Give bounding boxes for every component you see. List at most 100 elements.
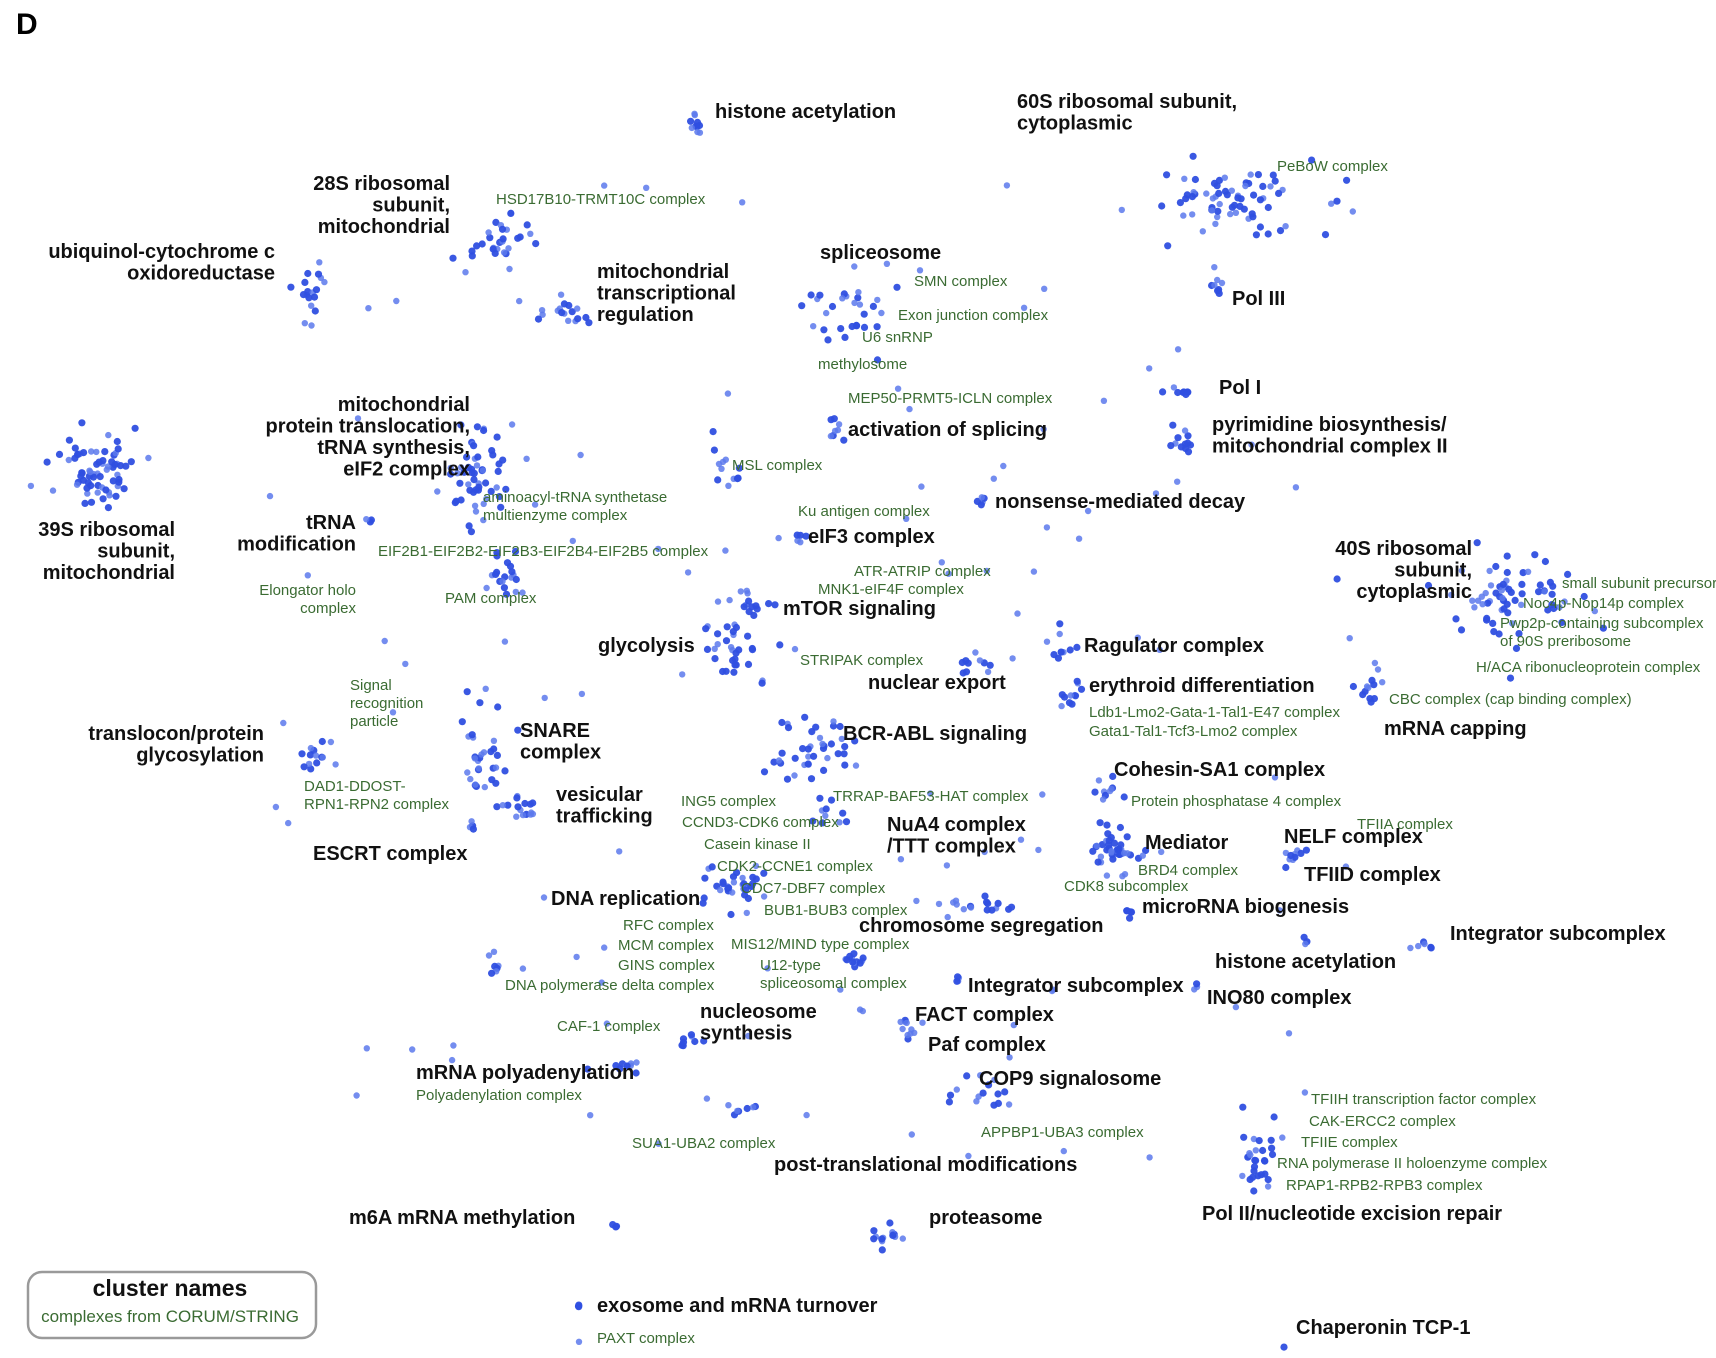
cluster-point: [1209, 195, 1217, 202]
cluster-point: [860, 323, 869, 331]
label-line: DNA replication: [551, 888, 700, 910]
scatter-point: [365, 305, 372, 312]
scatter-point: [501, 638, 509, 645]
cluster-point: [822, 805, 830, 813]
cluster-point: [1536, 581, 1544, 589]
cluster-point: [298, 750, 306, 758]
cluster-point: [870, 1235, 878, 1243]
label-line: DAD1-DDOST-: [304, 778, 406, 795]
cluster-point: [1169, 421, 1177, 429]
cluster-point: [744, 632, 752, 640]
cluster-point: [1007, 903, 1016, 911]
cluster-point: [1271, 177, 1279, 185]
cluster-point: [1448, 591, 1455, 599]
cluster-point: [1264, 203, 1272, 212]
scatter-point: [991, 1076, 998, 1084]
cluster-point: [305, 760, 313, 768]
complex-label: MEP50-PRMT5-ICLN complex: [848, 390, 1053, 407]
scatter-point: [1030, 568, 1038, 575]
scatter-point: [990, 475, 997, 482]
cluster-point: [735, 646, 743, 654]
cluster-label: glycolysis: [598, 635, 695, 657]
cluster-point: [458, 718, 466, 726]
label-line: SMN complex: [914, 273, 1008, 290]
label-line: CAK-ERCC2 complex: [1309, 1113, 1456, 1130]
cluster-point: [770, 758, 778, 766]
cluster-point: [791, 772, 798, 779]
complex-label: RNA polymerase II holoenzyme complex: [1277, 1155, 1548, 1172]
complex-label: CDK8 subcomplex: [1064, 878, 1189, 895]
cluster-point: [490, 737, 498, 744]
label-line: cytoplasmic: [1356, 581, 1472, 603]
cluster-point: [842, 818, 851, 826]
cluster-point: [723, 623, 731, 631]
cluster-point: [830, 415, 838, 423]
cluster-point: [1223, 191, 1231, 199]
cluster-point: [501, 767, 509, 775]
scatter-point: [837, 986, 844, 993]
label-line: vesicular: [556, 784, 643, 806]
cluster-point: [748, 603, 756, 611]
cluster-point: [519, 589, 526, 596]
cluster-point: [474, 453, 482, 461]
cluster-point: [1541, 588, 1548, 595]
cluster-point: [1054, 654, 1062, 662]
cluster-label: Integrator subcomplex: [968, 975, 1184, 997]
scatter-point: [714, 598, 722, 605]
scatter-point: [745, 1032, 752, 1040]
cluster-point: [521, 799, 529, 808]
label-line: CBC complex (cap binding complex): [1389, 691, 1632, 708]
label-line: MNK1-eIF4F complex: [818, 581, 964, 598]
cluster-point: [748, 646, 757, 654]
cluster-point: [1374, 666, 1382, 673]
cluster-point: [1561, 598, 1568, 605]
scatter-point: [1232, 1003, 1240, 1011]
cluster-point: [711, 655, 719, 663]
cluster-point: [691, 111, 698, 119]
cluster-point: [1208, 207, 1216, 214]
cluster-point: [1248, 210, 1256, 218]
cluster-point: [744, 660, 753, 669]
label-line: RNA polymerase II holoenzyme complex: [1277, 1155, 1548, 1172]
cluster-point: [301, 278, 309, 286]
cluster-point: [967, 904, 975, 911]
cluster-point: [1252, 231, 1260, 239]
complex-label: ING5 complex: [681, 793, 777, 810]
complex-label: STRIPAK complex: [800, 652, 924, 669]
cluster-point: [1215, 176, 1223, 184]
cluster-point: [287, 283, 295, 291]
label-line: MCM complex: [618, 937, 714, 954]
scatter-point: [1010, 1021, 1017, 1029]
scatter-point: [1342, 863, 1350, 870]
cluster-point: [1071, 692, 1080, 700]
scatter-point: [1146, 365, 1153, 372]
cluster-point: [829, 722, 838, 730]
cluster-point: [494, 467, 502, 475]
cluster-point: [1056, 620, 1064, 628]
complex-label: CCND3-CDK6 complex: [682, 814, 839, 831]
complex-label: SMN complex: [914, 273, 1008, 290]
cluster-point: [500, 584, 508, 592]
label-line: mRNA polyadenylation: [416, 1062, 634, 1084]
scatter-point: [272, 803, 280, 811]
label-line: Pwp2p-containing subcomplex: [1500, 615, 1704, 632]
cluster-point: [874, 296, 881, 304]
cluster-point: [308, 302, 315, 309]
cluster-point: [504, 801, 512, 809]
cluster-point: [972, 649, 979, 656]
cluster-point: [1203, 190, 1210, 197]
cluster-point: [523, 455, 530, 462]
cluster-point: [1269, 171, 1277, 179]
cluster-point: [1239, 1172, 1246, 1180]
label-line: cytoplasmic: [1017, 113, 1133, 135]
label-line: transcriptional: [597, 283, 736, 305]
cluster-point: [735, 464, 744, 472]
cluster-point: [319, 754, 326, 761]
cluster-point: [1103, 821, 1111, 829]
cluster-point: [519, 811, 527, 819]
cluster-point: [719, 880, 727, 888]
cluster-point: [827, 740, 836, 748]
cluster-point: [479, 467, 487, 474]
cluster-point: [114, 445, 122, 453]
